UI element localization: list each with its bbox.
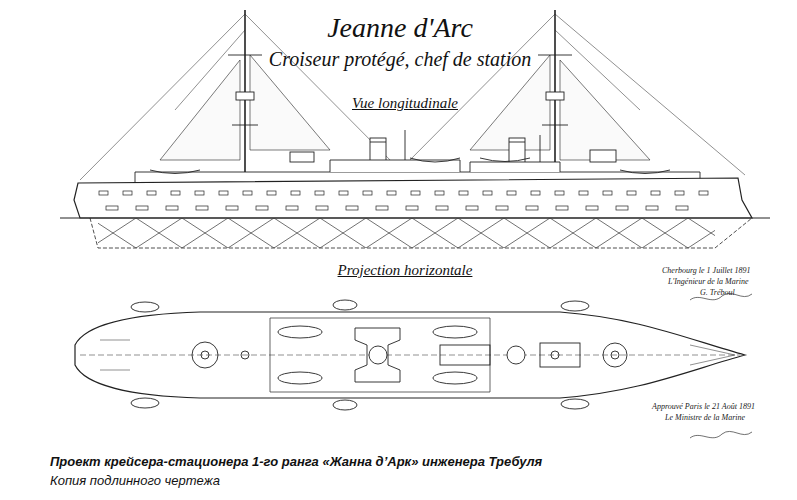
subtitle: Croiseur protégé, chef de station — [269, 48, 531, 71]
signature-note: L'Ingénieur de la Marine — [668, 277, 749, 286]
side-view — [60, 10, 770, 248]
signature-name: G. Tréboul — [700, 288, 735, 297]
signature-note: Le Ministre de la Marine — [665, 413, 745, 422]
figure-caption: Проект крейсера-стационера 1-го ранга «Ж… — [50, 455, 542, 470]
drawing-title: Jeanne d'Arc — [327, 12, 473, 44]
figure-subcaption: Копия подлинного чертежа — [50, 474, 220, 489]
view-label: Projection horizontale — [338, 262, 473, 279]
plan-view — [75, 300, 745, 410]
signature-note: Approuvé Paris le 21 Août 1891 — [652, 402, 755, 411]
view-label: Vue longitudinale — [352, 95, 458, 112]
signature-note: Cherbourg le 1 Juillet 1891 — [662, 266, 751, 275]
